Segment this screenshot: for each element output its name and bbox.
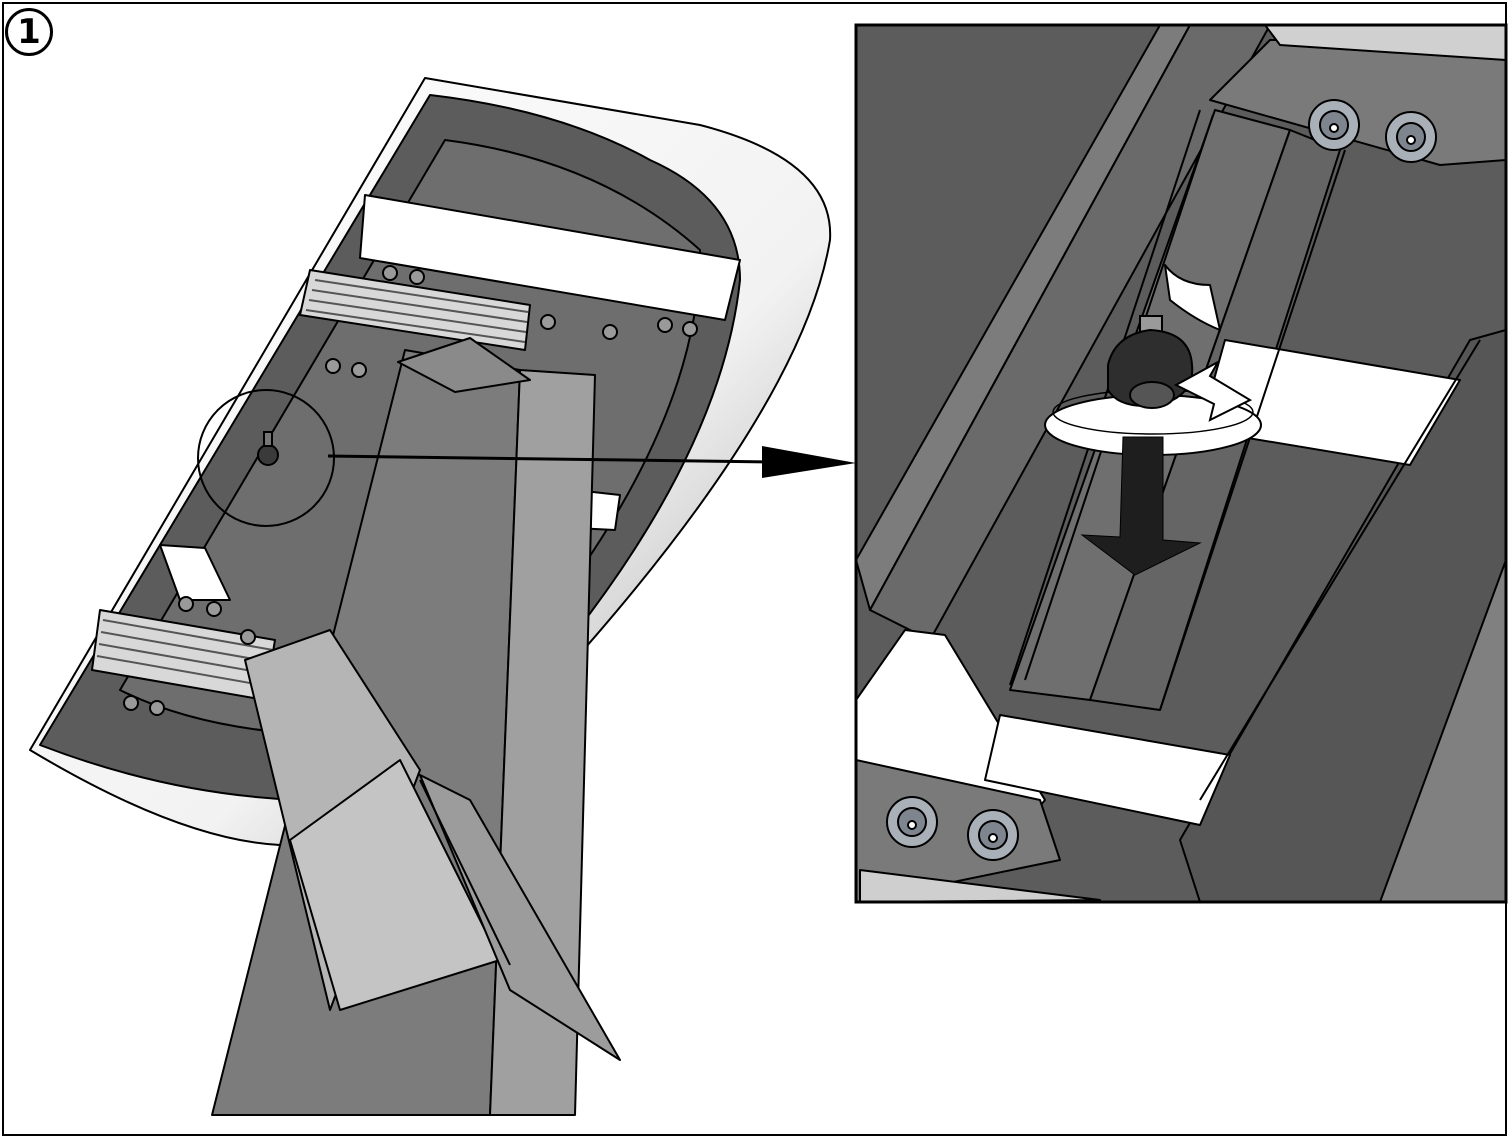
screw bbox=[1308, 99, 1360, 151]
lower-white-panel bbox=[159, 544, 231, 601]
pole-top-bracket bbox=[397, 337, 531, 393]
step-number-badge: 1 bbox=[5, 8, 53, 56]
screw bbox=[1385, 111, 1437, 163]
screw bbox=[886, 796, 938, 848]
arrow-right-icon bbox=[327, 446, 856, 478]
magnifier-circle-icon bbox=[197, 389, 335, 527]
locking-knob bbox=[1044, 315, 1262, 456]
arrow-down-icon bbox=[1080, 436, 1202, 576]
stand-pole bbox=[211, 337, 621, 1116]
screw bbox=[967, 809, 1019, 861]
detail-view bbox=[854, 23, 1508, 904]
upper-rib-block bbox=[299, 269, 531, 351]
detail-screws bbox=[886, 99, 1437, 861]
upper-white-panel bbox=[359, 194, 741, 321]
detail-callout bbox=[197, 389, 335, 527]
fin-right bbox=[419, 774, 621, 1061]
